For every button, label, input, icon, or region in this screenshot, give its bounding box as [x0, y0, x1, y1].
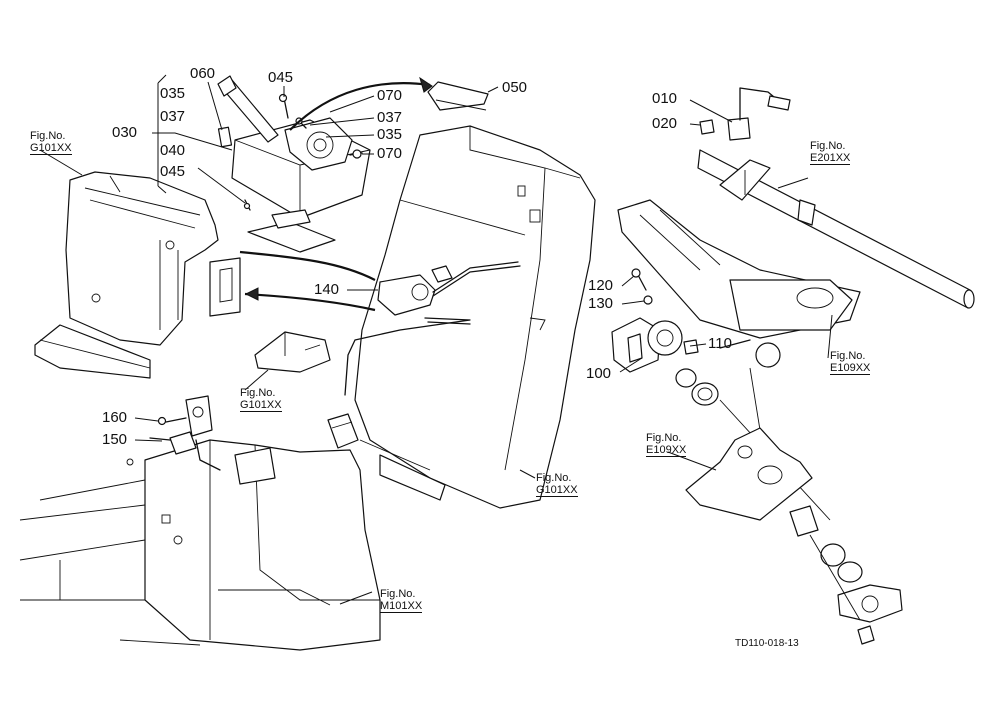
bolt-120-washer-130: [631, 268, 653, 305]
figure-ref-label: Fig.No.: [810, 140, 846, 152]
figure-ref-e109-left: Fig.No. E109XX: [646, 432, 687, 457]
part-label-060: 060: [190, 65, 216, 82]
part-050-shifter: [289, 76, 489, 131]
figure-ref-code: E201XX: [810, 152, 851, 165]
part-label-030: 030: [112, 124, 138, 141]
part-label-037-group: 037: [160, 108, 186, 125]
figure-ref-label: Fig.No.: [380, 588, 416, 600]
part-label-020: 020: [652, 115, 678, 132]
figure-ref-code: E109XX: [830, 362, 871, 375]
sensor-150-160: [149, 395, 221, 471]
accelerator-pedal: [617, 199, 861, 368]
figure-ref-g101-right: Fig.No. G101XX: [536, 472, 578, 497]
figure-ref-code: E109XX: [646, 444, 687, 457]
assembly-arrows: [239, 250, 376, 312]
part-label-150: 150: [102, 431, 128, 448]
figure-ref-code: G101XX: [536, 484, 578, 497]
pedal-bracket-and-bearings: [675, 367, 903, 645]
figure-ref-label: Fig.No.: [646, 432, 682, 444]
part-label-040: 040: [160, 142, 186, 159]
figure-ref-label: Fig.No.: [240, 387, 276, 399]
part-label-070-top: 070: [377, 87, 403, 104]
part-label-035-group: 035: [160, 85, 186, 102]
figure-ref-e201: Fig.No. E201XX: [810, 140, 851, 165]
lower-bracket: [209, 257, 331, 373]
figure-ref-label: Fig.No.: [830, 350, 866, 362]
drawing-number: TD110-018-13: [735, 638, 799, 649]
center-dash-panel: [354, 125, 596, 509]
leader-lines: [39, 74, 833, 605]
left-column-cover: [34, 171, 219, 379]
part-label-010: 010: [652, 90, 678, 107]
combination-switch-assembly: [217, 75, 371, 253]
sensor-100: [611, 317, 751, 373]
figure-ref-e109-right: Fig.No. E109XX: [830, 350, 871, 375]
figure-ref-g101-left: Fig.No. G101XX: [30, 130, 72, 155]
figure-ref-label: Fig.No.: [536, 472, 572, 484]
figure-ref-m101: Fig.No. M101XX: [380, 588, 423, 613]
lower-frame: [19, 439, 381, 651]
part-label-130: 130: [588, 295, 614, 312]
figure-ref-code: M101XX: [380, 600, 423, 613]
part-label-045-group: 045: [160, 163, 186, 180]
switch-140: [327, 261, 521, 449]
figure-ref-label: Fig.No.: [30, 130, 66, 142]
part-label-110: 110: [708, 335, 732, 352]
part-label-100: 100: [586, 365, 612, 382]
part-label-037: 037: [377, 109, 403, 126]
figure-ref-code: G101XX: [240, 399, 282, 412]
part-label-035: 035: [377, 126, 403, 143]
part-label-160: 160: [102, 409, 128, 426]
part-label-120: 120: [588, 277, 614, 294]
figure-ref-code: G101XX: [30, 142, 72, 155]
part-label-070-bottom: 070: [377, 145, 403, 162]
part-label-045-top: 045: [268, 69, 294, 86]
part-label-140: 140: [314, 281, 340, 298]
figure-ref-g101-center: Fig.No. G101XX: [240, 387, 282, 412]
part-label-050: 050: [502, 79, 528, 96]
pedal-shaft: [697, 87, 975, 309]
